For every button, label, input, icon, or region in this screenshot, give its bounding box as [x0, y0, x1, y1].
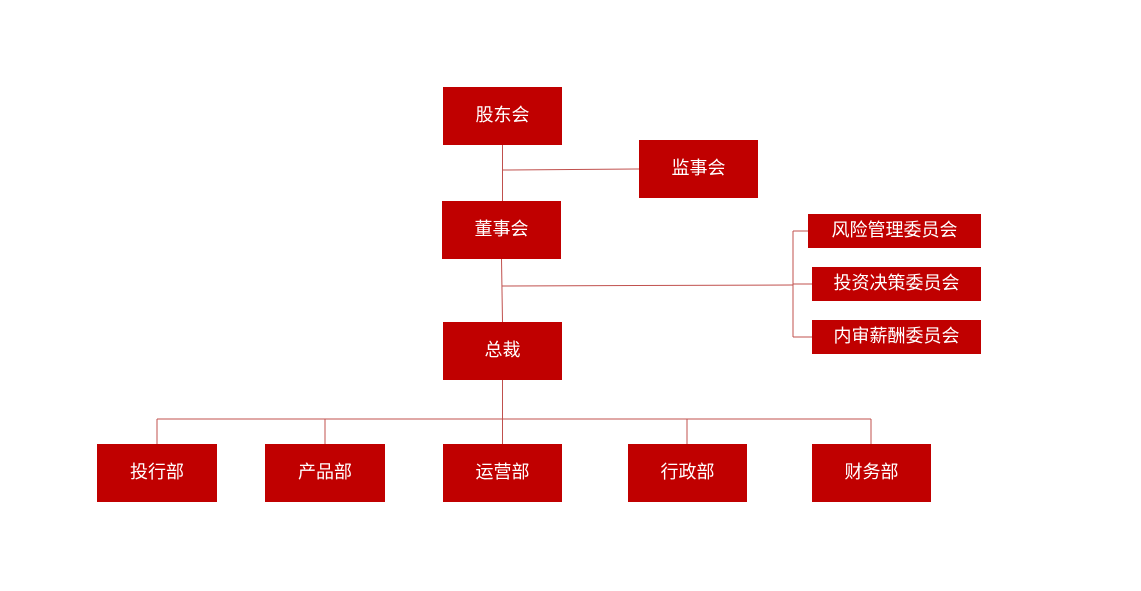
node-investment-committee: 投资决策委员会	[812, 267, 981, 301]
node-shareholders: 股东会	[443, 87, 562, 145]
node-dept-operations: 运营部	[443, 444, 562, 502]
line-to-supervisors	[502, 168, 640, 171]
line-to-committees	[501, 284, 794, 287]
node-label: 行政部	[660, 462, 715, 483]
node-dept-finance: 财务部	[812, 444, 931, 502]
node-label: 董事会	[474, 219, 529, 240]
node-label: 监事会	[671, 158, 726, 179]
node-label: 投资决策委员会	[833, 273, 960, 294]
line-board-ceo	[501, 258, 503, 323]
node-label: 投行部	[130, 462, 184, 483]
node-audit-compensation-committee: 内审薪酬委员会	[812, 320, 981, 354]
node-label: 产品部	[298, 462, 352, 483]
node-label: 内审薪酬委员会	[833, 326, 960, 347]
node-ceo: 总裁	[443, 322, 562, 380]
node-board: 董事会	[442, 201, 561, 259]
node-dept-investment-banking: 投行部	[97, 444, 217, 502]
node-label: 总裁	[484, 340, 521, 361]
node-supervisors: 监事会	[639, 140, 758, 198]
node-label: 股东会	[475, 105, 530, 126]
node-dept-administration: 行政部	[628, 444, 747, 502]
node-dept-product: 产品部	[265, 444, 385, 502]
node-label: 财务部	[844, 462, 899, 483]
node-risk-committee: 风险管理委员会	[808, 214, 981, 248]
node-label: 风险管理委员会	[831, 220, 958, 241]
node-label: 运营部	[475, 462, 530, 483]
